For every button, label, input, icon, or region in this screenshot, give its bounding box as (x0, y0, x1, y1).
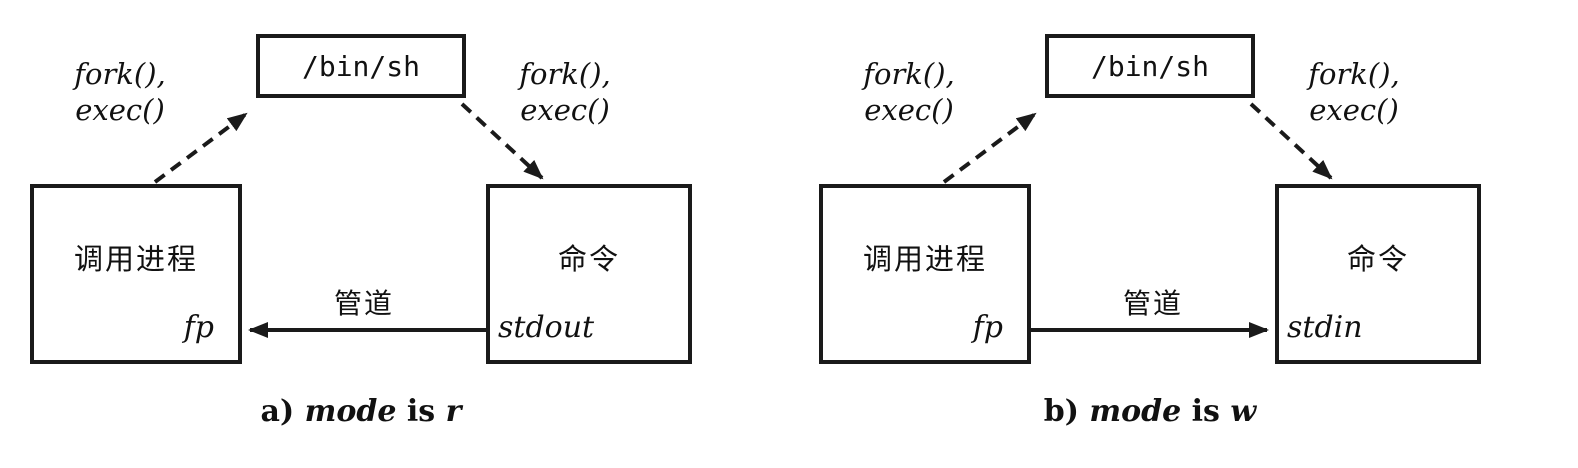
pipe-label: 管道 (1122, 287, 1183, 320)
fp-handle-label: fp (183, 310, 214, 345)
shell-box: /bin/sh (256, 34, 466, 98)
command-box (486, 184, 692, 364)
fork-exec-arrow-shell-to-command (460, 102, 544, 180)
caption-mode-r: a) mode is r (30, 394, 692, 429)
fork-exec-label-left: fork(), exec() (863, 57, 955, 127)
caption-verb: is (1191, 394, 1220, 429)
command-label: 命令 (1346, 242, 1409, 276)
arrows-layer-a (153, 102, 544, 338)
caption-index: a) (260, 394, 295, 429)
fork-exec-label-left: fork(), exec() (74, 57, 166, 127)
command-box (1275, 184, 1481, 364)
caption-mode-w: b) mode is w (819, 394, 1481, 429)
shell-label: /bin/sh (1090, 49, 1209, 83)
stdin-handle-label: stdin (1287, 310, 1363, 345)
caption-value: w (1230, 394, 1257, 429)
panel-mode-r: /bin/sh 调用进程 命令 fp stdout fork(), exec()… (30, 34, 692, 429)
calling-process-label: 调用进程 (73, 242, 198, 276)
stdout-handle-label: stdout (498, 310, 595, 345)
pipe-label: 管道 (333, 287, 394, 320)
calling-process-label: 调用进程 (862, 242, 987, 276)
caption-var: mode (1089, 394, 1182, 429)
caption-var: mode (304, 394, 397, 429)
caption-index: b) (1043, 394, 1079, 429)
arrows-layer-b (942, 102, 1333, 338)
shell-label: /bin/sh (301, 49, 420, 83)
panel-mode-w: /bin/sh 调用进程 命令 fp stdin fork(), exec() … (789, 0, 1578, 468)
shell-box: /bin/sh (1045, 34, 1255, 98)
command-label: 命令 (557, 242, 620, 276)
caption-verb: is (406, 394, 436, 429)
fp-handle-label: fp (972, 310, 1003, 345)
calling-process-box (30, 184, 242, 364)
calling-process-box (819, 184, 1031, 364)
fork-exec-label-right: fork(), exec() (1308, 57, 1400, 127)
fork-exec-label-right: fork(), exec() (519, 57, 611, 127)
caption-value: r (445, 394, 462, 429)
fork-exec-arrow-shell-to-command (1249, 102, 1333, 180)
